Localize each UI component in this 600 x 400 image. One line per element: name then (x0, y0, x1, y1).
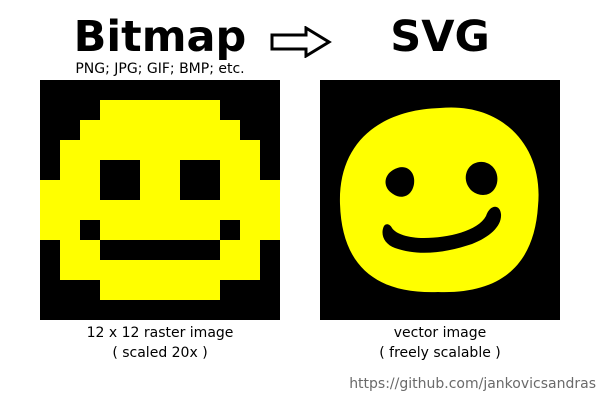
pixel (200, 260, 220, 280)
pixel (120, 220, 140, 240)
pixel (80, 240, 100, 260)
pixel (220, 120, 240, 140)
svg-caption-line2: ( freely scalable ) (379, 345, 501, 361)
pixel (180, 280, 200, 300)
pixel (80, 180, 100, 200)
pixel (200, 200, 220, 220)
pixel (160, 160, 180, 180)
pixel (140, 220, 160, 240)
bitmap-caption: 12 x 12 raster image ( scaled 20x ) (40, 323, 280, 363)
pixel (60, 180, 80, 200)
pixel (40, 220, 60, 240)
pixel (240, 200, 260, 220)
pixel (220, 260, 240, 280)
pixel (100, 220, 120, 240)
pixel (160, 280, 180, 300)
pixel (200, 100, 220, 120)
pixel (180, 200, 200, 220)
pixel (60, 140, 80, 160)
pixel (60, 200, 80, 220)
pixel (160, 120, 180, 140)
pixel (260, 180, 280, 200)
pixel (240, 160, 260, 180)
pixel (140, 200, 160, 220)
pixel (100, 100, 120, 120)
bitmap-pixels (40, 100, 280, 300)
bitmap-caption-line1: 12 x 12 raster image (86, 325, 234, 341)
pixel (160, 260, 180, 280)
pixel (160, 140, 180, 160)
pixel (40, 200, 60, 220)
bitmap-formats-label: PNG; JPG; GIF; BMP; etc. (75, 61, 245, 77)
pixel (260, 200, 280, 220)
pixel (100, 280, 120, 300)
pixel (220, 180, 240, 200)
pixel (220, 200, 240, 220)
pixel (180, 100, 200, 120)
vector-left-eye (385, 167, 415, 197)
pixel (60, 220, 80, 240)
pixel (180, 260, 200, 280)
pixel (80, 200, 100, 220)
vector-smiley-image (320, 80, 560, 320)
pixel (120, 260, 140, 280)
pixel (140, 160, 160, 180)
pixel (200, 140, 220, 160)
svg-caption-line1: vector image (393, 325, 487, 341)
pixel (100, 140, 120, 160)
pixel (40, 180, 60, 200)
bitmap-smiley-image (40, 80, 280, 320)
credit-link[interactable]: https://github.com/jankovicsandras (349, 376, 596, 392)
pixel (140, 140, 160, 160)
pixel (120, 120, 140, 140)
pixel (240, 240, 260, 260)
pixel (60, 160, 80, 180)
pixel (160, 100, 180, 120)
pixel (140, 260, 160, 280)
pixel (180, 220, 200, 240)
pixel (140, 180, 160, 200)
pixel (100, 120, 120, 140)
pixel (160, 180, 180, 200)
pixel (200, 280, 220, 300)
pixel (220, 240, 240, 260)
svg-title: SVG (390, 12, 490, 62)
pixel (220, 140, 240, 160)
pixel (60, 260, 80, 280)
pixel (160, 200, 180, 220)
vector-right-eye (465, 161, 498, 195)
pixel (160, 220, 180, 240)
pixel (60, 240, 80, 260)
pixel (80, 160, 100, 180)
pixel (240, 180, 260, 200)
bitmap-title: Bitmap (73, 12, 247, 62)
pixel (80, 120, 100, 140)
pixel (100, 200, 120, 220)
vector-face (339, 107, 539, 293)
pixel (240, 220, 260, 240)
pixel (200, 220, 220, 240)
pixel (120, 100, 140, 120)
pixel (80, 260, 100, 280)
bitmap-caption-line2: ( scaled 20x ) (112, 345, 208, 361)
pixel (120, 200, 140, 220)
pixel (100, 260, 120, 280)
pixel (180, 120, 200, 140)
pixel (140, 120, 160, 140)
pixel (120, 280, 140, 300)
svg-caption: vector image ( freely scalable ) (320, 323, 560, 363)
pixel (140, 280, 160, 300)
pixel (140, 100, 160, 120)
pixel (80, 140, 100, 160)
pixel (240, 140, 260, 160)
pixel (220, 160, 240, 180)
pixel (120, 140, 140, 160)
vector-mouth (382, 206, 502, 253)
right-arrow-icon (270, 26, 332, 58)
pixel (200, 120, 220, 140)
pixel (180, 140, 200, 160)
pixel (260, 220, 280, 240)
pixel (240, 260, 260, 280)
